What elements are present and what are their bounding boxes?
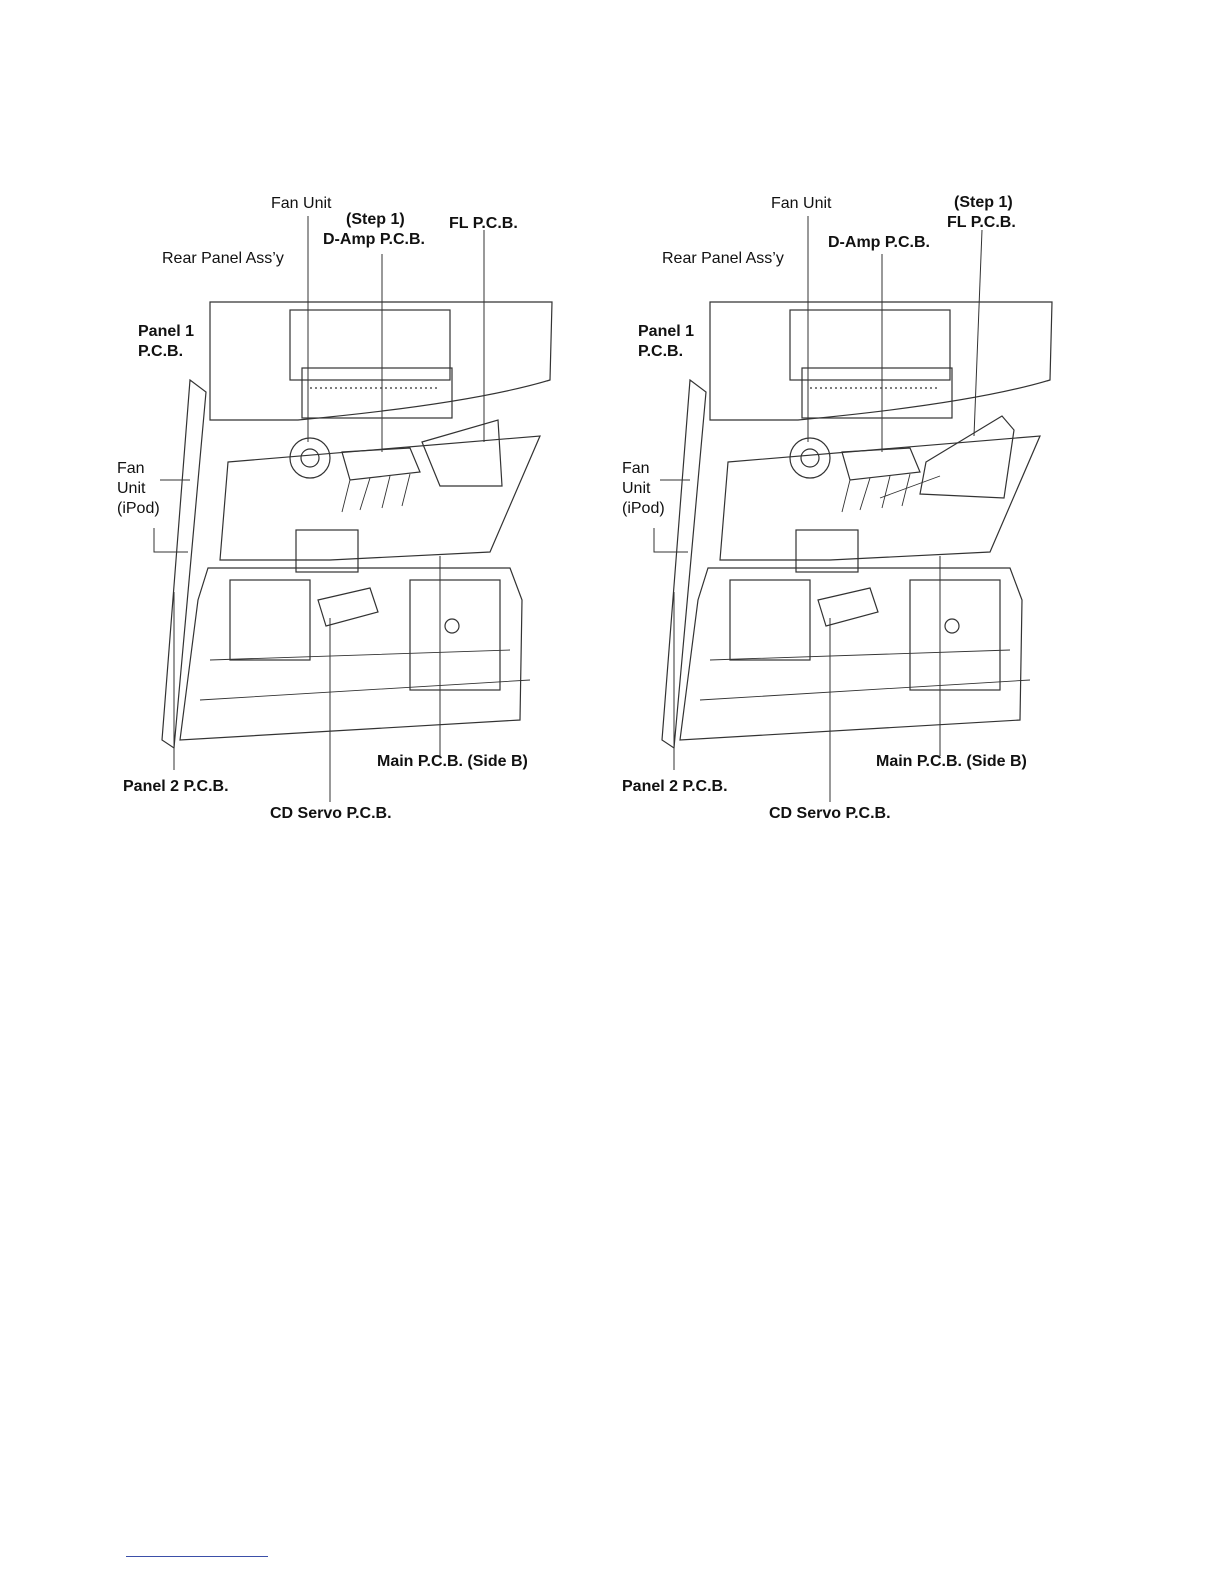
figure-left: Fan Unit (Step 1) D-Amp P.C.B. FL P.C.B.… xyxy=(110,180,570,840)
exploded-view-drawing-right xyxy=(610,180,1070,840)
label-fan-unit: Fan Unit xyxy=(271,194,331,214)
label-step-1: (Step 1) xyxy=(954,193,1013,213)
label-damp-pcb: D-Amp P.C.B. xyxy=(828,233,930,253)
label-panel2-pcb: Panel 2 P.C.B. xyxy=(622,777,728,797)
footer-rule xyxy=(126,1556,268,1557)
label-fan-ipod-line1: Fan xyxy=(622,459,650,479)
label-fan-ipod-line1: Fan xyxy=(117,459,145,479)
label-fan-ipod-line2: Unit xyxy=(117,479,145,499)
leader-lines xyxy=(654,216,982,802)
label-fan-ipod-line3: (iPod) xyxy=(117,499,160,519)
label-panel2-pcb: Panel 2 P.C.B. xyxy=(123,777,229,797)
leader-lines xyxy=(154,216,484,802)
label-fl-pcb: FL P.C.B. xyxy=(449,214,518,234)
label-main-pcb: Main P.C.B. (Side B) xyxy=(377,752,528,772)
label-main-pcb: Main P.C.B. (Side B) xyxy=(876,752,1027,772)
label-panel1-pcb-line2: P.C.B. xyxy=(138,342,183,362)
label-rear-panel: Rear Panel Ass’y xyxy=(662,249,784,269)
label-panel1-pcb-line1: Panel 1 xyxy=(138,322,194,342)
exploded-view-drawing-left xyxy=(110,180,570,840)
label-fan-ipod-line2: Unit xyxy=(622,479,650,499)
label-damp-pcb: D-Amp P.C.B. xyxy=(323,230,425,250)
label-rear-panel: Rear Panel Ass’y xyxy=(162,249,284,269)
label-step-1: (Step 1) xyxy=(346,210,405,230)
label-panel1-pcb-line2: P.C.B. xyxy=(638,342,683,362)
label-panel1-pcb-line1: Panel 1 xyxy=(638,322,694,342)
label-fan-ipod-line3: (iPod) xyxy=(622,499,665,519)
label-fan-unit: Fan Unit xyxy=(771,194,831,214)
label-cd-servo-pcb: CD Servo P.C.B. xyxy=(769,804,891,824)
figure-right: Fan Unit (Step 1) D-Amp P.C.B. FL P.C.B.… xyxy=(610,180,1070,840)
label-cd-servo-pcb: CD Servo P.C.B. xyxy=(270,804,392,824)
label-fl-pcb: FL P.C.B. xyxy=(947,213,1016,233)
